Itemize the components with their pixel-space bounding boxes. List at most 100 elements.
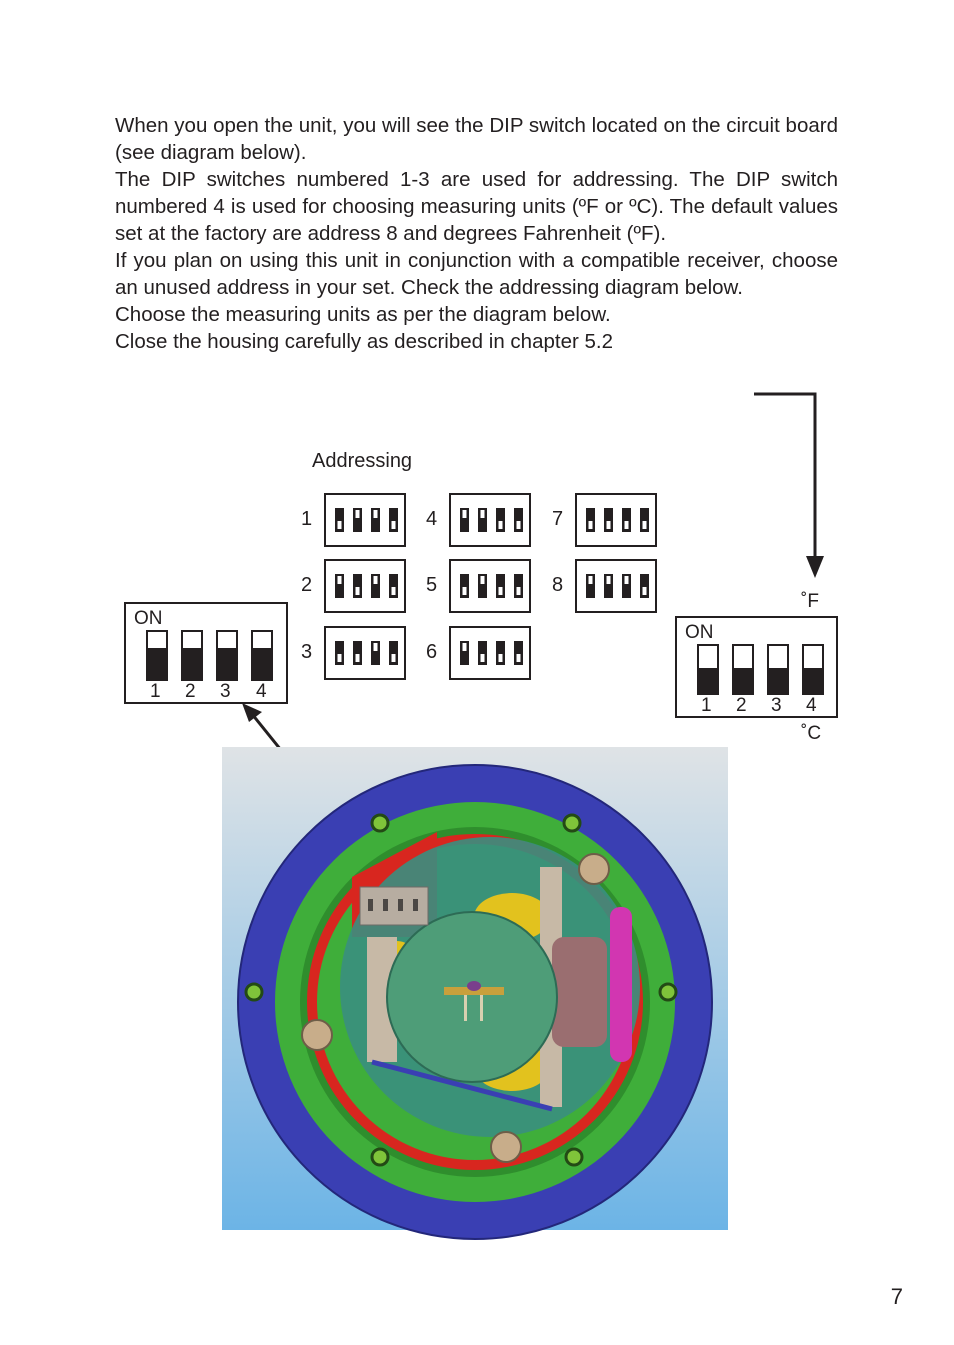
fahrenheit-arrow-line: [754, 392, 817, 560]
address-switch-slot: [640, 508, 649, 532]
address-switch-slot: [478, 574, 487, 598]
address-switch-graphic: [460, 641, 523, 665]
address-switch-slot: [478, 508, 487, 532]
dip-left-switch-3-knob: [218, 648, 236, 679]
pointer-arrow-head: [242, 703, 262, 722]
address-switch-knob: [391, 587, 396, 595]
dip-right-number-3: 3: [771, 695, 782, 716]
address-switch-graphic: [586, 574, 649, 598]
address-switch-knob: [355, 654, 360, 662]
dip-left-number-1: 1: [150, 681, 161, 702]
address-switch-knob: [516, 654, 521, 662]
address-switch-slot: [460, 641, 469, 665]
address-switch-slot: [514, 508, 523, 532]
address-switch-knob: [355, 510, 360, 518]
address-switch-slot: [335, 574, 344, 598]
address-switch-knob: [462, 643, 467, 651]
address-label-2: 2: [301, 574, 313, 596]
address-switch-slot: [371, 508, 380, 532]
dip-left-switch-4-knob: [253, 648, 271, 679]
address-switch-knob: [606, 576, 611, 584]
instructions-text: When you open the unit, you will see the…: [115, 112, 838, 355]
address-switch-slot: [460, 574, 469, 598]
address-switch-slot: [514, 641, 523, 665]
address-switch-6: [449, 626, 531, 680]
paragraph-addressing: If you plan on using this unit in conjun…: [115, 249, 838, 299]
address-label-8: 8: [552, 574, 564, 596]
address-switch-slot: [335, 508, 344, 532]
address-switch-knob: [624, 521, 629, 529]
address-switch-slot: [335, 641, 344, 665]
address-switch-graphic: [335, 641, 398, 665]
address-switch-slot: [353, 508, 362, 532]
address-switch-knob: [337, 521, 342, 529]
address-label-4: 4: [426, 508, 438, 530]
address-switch-slot: [604, 574, 613, 598]
dip-right-on-label: ON: [685, 622, 714, 643]
address-switch-slot: [640, 574, 649, 598]
paragraph-units: Choose the measuring units as per the di…: [115, 303, 611, 326]
address-switch-4: [449, 493, 531, 547]
address-switch-1: [324, 493, 406, 547]
address-switch-slot: [353, 641, 362, 665]
address-switch-slot: [371, 574, 380, 598]
dip-right-switches: [697, 644, 824, 695]
celsius-label: ˚C: [801, 723, 822, 744]
dip-left-switches: [146, 630, 273, 681]
address-switch-slot: [353, 574, 362, 598]
dip-right-switch-4-knob: [804, 668, 822, 693]
dip-left-number-4: 4: [256, 681, 267, 702]
address-switch-2: [324, 559, 406, 613]
dip-right-switch-1-knob: [699, 668, 717, 693]
address-label-3: 3: [301, 641, 313, 663]
address-switch-graphic: [335, 574, 398, 598]
address-switch-slot: [460, 508, 469, 532]
paragraph-dip-location: When you open the unit, you will see the…: [115, 114, 838, 164]
addressing-title: Addressing: [312, 450, 413, 472]
address-label-6: 6: [426, 641, 438, 663]
address-label-5: 5: [426, 574, 438, 596]
address-switch-slot: [389, 574, 398, 598]
dip-right-number-4: 4: [806, 695, 817, 716]
address-switch-graphic: [460, 508, 523, 532]
address-switch-knob: [498, 587, 503, 595]
address-switch-slot: [496, 574, 505, 598]
address-switch-slot: [496, 508, 505, 532]
fahrenheit-label: ˚F: [801, 591, 819, 612]
dip-switch-right: ON 1 2 3 4: [675, 616, 838, 718]
dip-right-number-2: 2: [736, 695, 747, 716]
dip-right-number-1: 1: [701, 695, 712, 716]
circuit-board-image: [222, 747, 728, 1240]
address-switch-knob: [462, 587, 467, 595]
address-switch-knob: [480, 510, 485, 518]
address-switch-knob: [373, 510, 378, 518]
address-switch-slot: [371, 641, 380, 665]
address-switch-knob: [588, 576, 593, 584]
dip-switch-left: ON 1 2 3 4: [124, 602, 288, 704]
address-switch-knob: [498, 521, 503, 529]
dip-right-switch-2-knob: [734, 668, 752, 693]
address-switch-knob: [373, 643, 378, 651]
address-switch-knob: [624, 576, 629, 584]
dip-left-switch-2-knob: [183, 648, 201, 679]
dip-left-switch-1-knob: [148, 648, 166, 679]
address-switch-slot: [586, 508, 595, 532]
address-switch-knob: [642, 587, 647, 595]
address-switch-knob: [337, 576, 342, 584]
address-switch-knob: [355, 587, 360, 595]
dip-left-number-3: 3: [220, 681, 231, 702]
address-switch-5: [449, 559, 531, 613]
address-switch-slot: [514, 574, 523, 598]
address-switch-knob: [606, 521, 611, 529]
address-switch-graphic: [586, 508, 649, 532]
address-switch-knob: [480, 576, 485, 584]
address-switch-3: [324, 626, 406, 680]
address-switch-knob: [373, 576, 378, 584]
paragraph-dip-numbers: The DIP switches numbered 1-3 are used f…: [115, 168, 838, 245]
address-switch-knob: [391, 654, 396, 662]
address-switch-slot: [389, 508, 398, 532]
paragraph-close-housing: Close the housing carefully as described…: [115, 330, 613, 353]
address-switch-knob: [391, 521, 396, 529]
dip-right-switch-3-knob: [769, 668, 787, 693]
fahrenheit-arrow-head: [806, 556, 824, 578]
